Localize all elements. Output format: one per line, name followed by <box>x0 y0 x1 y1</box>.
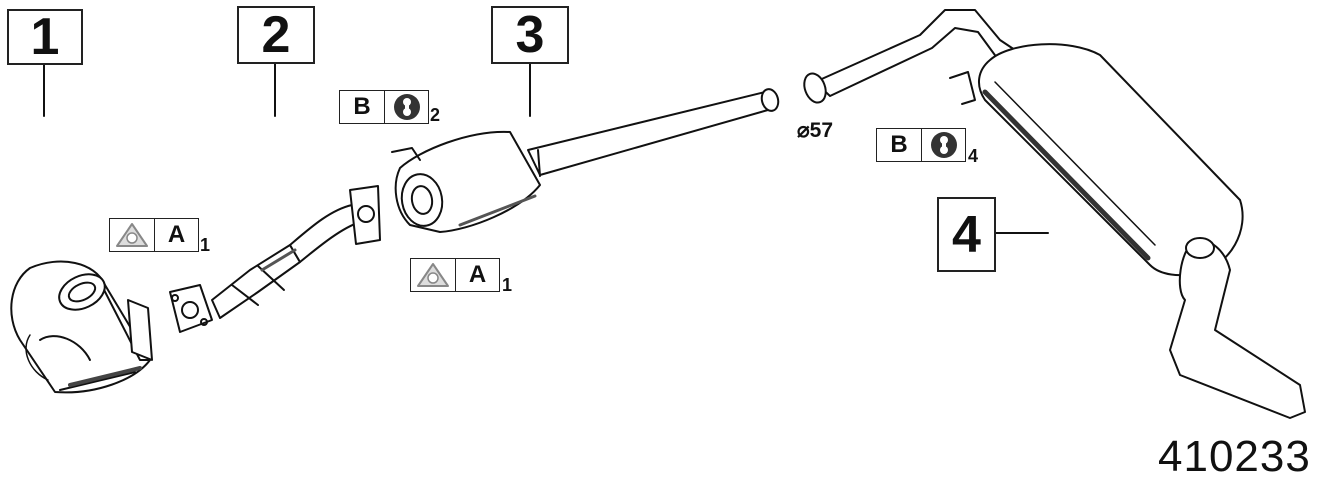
rear-muffler-part-4 <box>803 9 1306 419</box>
fitting-tag-gasket-a-1: A <box>109 218 199 252</box>
fitting-quantity: 1 <box>502 275 513 295</box>
fitting-quantity: 4 <box>968 146 979 166</box>
fitting-tag-gasket-a-3: A <box>410 258 500 292</box>
center-muffler-part-3 <box>391 88 780 233</box>
gasket-icon <box>110 219 154 251</box>
fitting-quantity: 2 <box>430 105 441 125</box>
part-number-box-3: 3 <box>491 6 569 64</box>
fitting-tag-hanger-b-2: B <box>339 90 429 124</box>
fitting-letter: B <box>353 93 371 120</box>
gasket-icon <box>411 259 455 291</box>
front-pipe-part-2 <box>169 185 381 333</box>
fitting-quantity: 1 <box>200 235 211 255</box>
part-number-box-4: 4 <box>937 197 996 272</box>
fitting-tag-hanger-b-4: B <box>876 128 966 162</box>
part-number-box-2: 2 <box>237 6 315 64</box>
pipe-diameter-label: ⌀57 <box>797 119 834 142</box>
rubber-hanger-icon <box>921 129 965 161</box>
reference-number: 410233 <box>1158 432 1311 481</box>
fitting-letter: B <box>890 131 908 158</box>
fitting-letter: A <box>154 219 198 251</box>
catalytic-converter-part-1 <box>10 260 153 394</box>
leader-lines <box>43 63 1049 234</box>
fitting-letter: A <box>455 259 499 291</box>
rubber-hanger-icon <box>384 91 428 123</box>
part-number-box-1: 1 <box>7 9 83 65</box>
